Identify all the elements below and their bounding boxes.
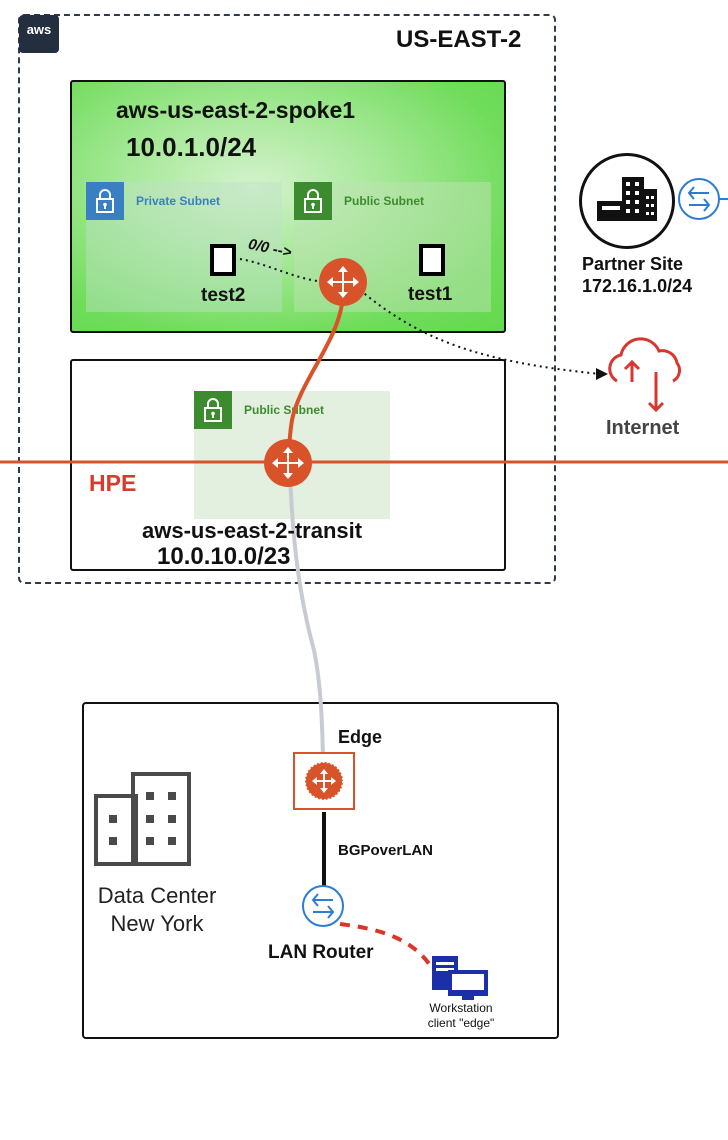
edge-transit-link: [288, 469, 325, 756]
vm-test1-label: test1: [408, 284, 453, 305]
route-arrowhead-icon: [596, 368, 608, 380]
workstation-label-line1: Workstation: [429, 1001, 493, 1015]
transit-vpc-cidr: 10.0.10.0/23: [157, 543, 291, 570]
vm-test1-icon[interactable]: [419, 244, 445, 276]
transit-vpc-name: aws-us-east-2-transit: [142, 518, 363, 543]
partner-router-icon[interactable]: [678, 178, 728, 220]
transit-gateway-icon[interactable]: [264, 439, 312, 487]
spoke-gateway-icon[interactable]: [319, 258, 367, 306]
lan-router-icon[interactable]: [302, 885, 344, 927]
internet-cloud-icon[interactable]: [608, 337, 681, 413]
spoke-vpc-cidr: 10.0.1.0/24: [126, 132, 257, 162]
region-boundary: [18, 14, 556, 584]
partner-building-icon: [597, 177, 657, 221]
lan-router-label: LAN Router: [268, 942, 374, 963]
vm-test2-label: test2: [201, 285, 246, 306]
workstation-icon[interactable]: [432, 956, 488, 1000]
vm-test2-icon[interactable]: [210, 244, 236, 276]
partner-site-icon[interactable]: [579, 153, 675, 249]
workstation-label: Workstation client "edge": [406, 1001, 516, 1031]
internet-label: Internet: [606, 417, 680, 439]
transit-public-subnet-label: Public Subnet: [244, 403, 325, 417]
region-title: US-EAST-2: [396, 26, 522, 53]
partner-site-cidr: 172.16.1.0/24: [582, 276, 693, 296]
aws-logo-text: aws: [26, 22, 52, 37]
datacenter-building-icon: [94, 772, 191, 866]
hpe-label: HPE: [89, 470, 137, 496]
edge-gateway-icon[interactable]: [293, 752, 355, 810]
route-gateway-internet: [359, 289, 601, 375]
private-subnet[interactable]: Private Subnet: [86, 182, 282, 312]
spoke-vpc-name: aws-us-east-2-spoke1: [116, 97, 356, 123]
aws-logo: aws: [19, 15, 59, 53]
private-subnet-label: Private Subnet: [136, 194, 221, 208]
partner-site-title: Partner Site: [582, 254, 684, 274]
spoke-transit-link: [287, 295, 345, 459]
bgp-over-lan-label: BGPoverLAN: [338, 842, 434, 859]
edge-label: Edge: [338, 727, 383, 747]
datacenter-label-line2: New York: [110, 911, 204, 936]
workstation-label-line2: client "edge": [427, 1016, 495, 1030]
datacenter-label-line1: Data Center: [97, 883, 217, 908]
spoke-public-subnet-label: Public Subnet: [344, 194, 425, 208]
lock-icon: [294, 182, 332, 220]
lock-icon: [194, 391, 232, 429]
lock-icon: [86, 182, 124, 220]
route-test2-gateway: [239, 258, 331, 283]
lan-workstation-link: [339, 922, 434, 970]
datacenter-label: Data Center New York: [82, 882, 232, 938]
